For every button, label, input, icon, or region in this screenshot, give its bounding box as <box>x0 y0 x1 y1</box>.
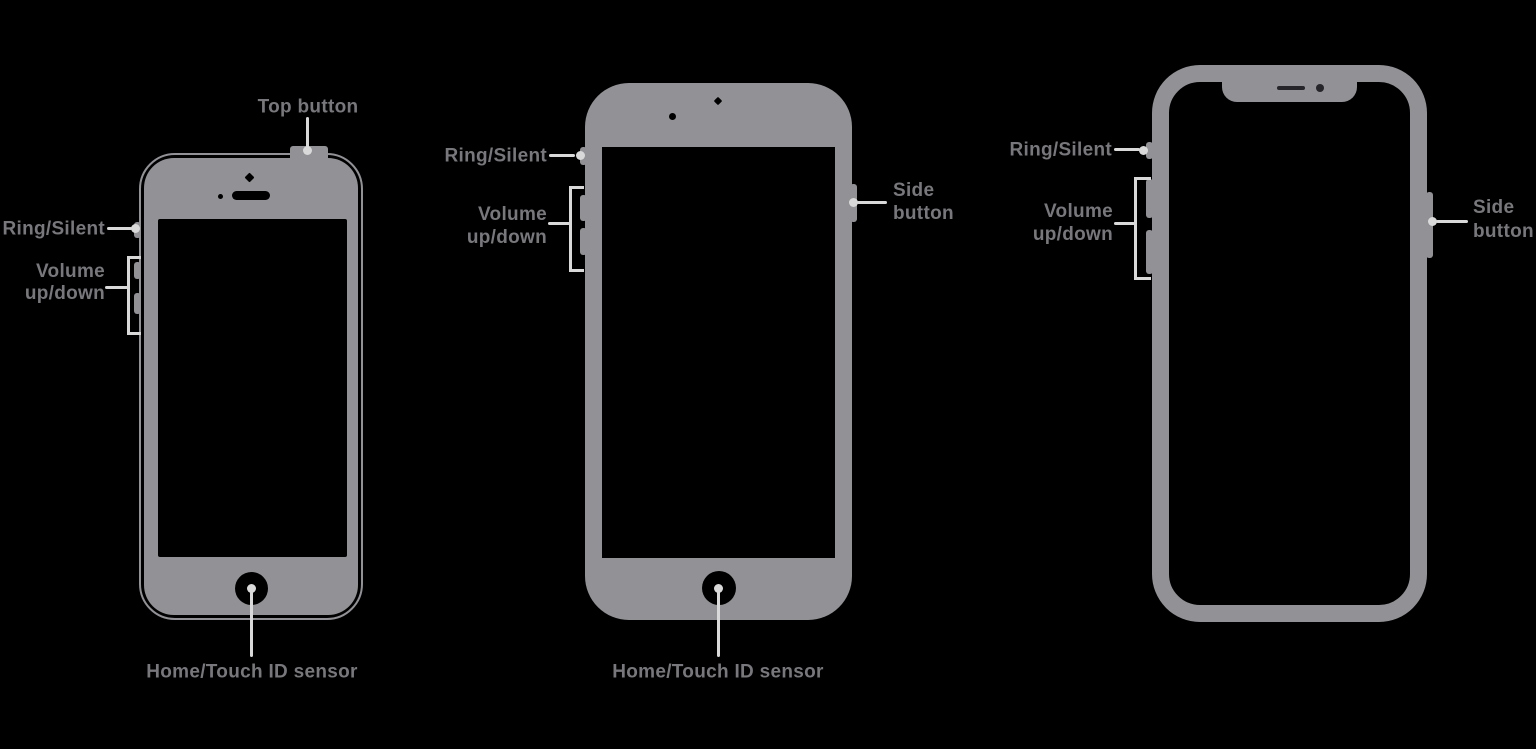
volume-label: Volume up/down <box>0 261 105 305</box>
ring-silent-label: Ring/Silent <box>2 218 105 240</box>
volume-label-line2: up/down <box>466 227 547 248</box>
side-button-label-line2: button <box>893 203 954 224</box>
side-button-pointer-line <box>857 201 887 204</box>
phone-1-screen <box>158 219 347 557</box>
home-pointer-line <box>250 588 253 657</box>
ring-silent-pointer-line <box>549 154 575 157</box>
sensor-dot <box>218 194 223 199</box>
top-button-label: Top button <box>257 96 359 118</box>
volume-label: Volume up/down <box>913 200 1113 246</box>
volume-up-button <box>1146 179 1153 218</box>
sensor-dot <box>713 96 723 106</box>
ring-silent-pointer-line <box>1114 148 1140 151</box>
volume-label-line2: up/down <box>1032 224 1113 245</box>
home-pointer-line <box>717 588 720 657</box>
volume-label-line1: Volume <box>1043 201 1113 222</box>
front-camera-dot <box>669 113 676 120</box>
earpiece-speaker <box>1277 86 1305 90</box>
top-button-pointer-line <box>306 117 309 149</box>
front-camera-dot <box>1316 84 1324 92</box>
home-pointer-dot <box>714 584 723 593</box>
volume-pointer-line <box>1114 222 1135 225</box>
phone-3-group <box>1146 65 1433 622</box>
volume-label-line1: Volume <box>477 204 547 225</box>
ring-silent-switch <box>1146 142 1153 159</box>
side-button-label-line1: Side <box>1473 197 1515 218</box>
notch <box>1222 82 1357 102</box>
home-label: Home/Touch ID sensor <box>612 661 824 683</box>
volume-label: Volume up/down <box>347 203 547 249</box>
volume-bracket <box>127 256 141 335</box>
earpiece-speaker <box>232 191 270 200</box>
home-pointer-dot <box>247 584 256 593</box>
volume-down-button <box>580 228 587 255</box>
volume-down-button <box>134 293 141 314</box>
volume-up-button <box>134 262 141 279</box>
volume-pointer-line <box>105 286 128 289</box>
side-button-pointer-line <box>1436 220 1468 223</box>
volume-down-button <box>1146 230 1153 274</box>
side-button-label: Side button <box>1473 196 1534 244</box>
volume-up-button <box>580 195 587 221</box>
ring-silent-pointer-dot <box>576 151 585 160</box>
volume-label-line1: Volume <box>35 261 105 282</box>
ring-silent-pointer-dot <box>1139 146 1148 155</box>
phone-1-group <box>134 146 363 620</box>
ring-silent-pointer-line <box>107 227 132 230</box>
ring-silent-label: Ring/Silent <box>444 145 547 167</box>
volume-bracket <box>569 186 584 272</box>
ring-silent-label: Ring/Silent <box>1009 139 1112 161</box>
home-label: Home/Touch ID sensor <box>146 661 358 683</box>
phone-2-group <box>580 83 857 620</box>
phone-2-screen <box>602 147 835 558</box>
side-button-pointer-dot <box>1428 217 1437 226</box>
volume-bracket <box>1134 177 1151 280</box>
side-button-label-line2: button <box>1473 221 1534 242</box>
side-button-pointer-dot <box>849 198 858 207</box>
volume-label-line2: up/down <box>24 283 105 304</box>
side-button-label-line1: Side <box>893 180 935 201</box>
ring-silent-pointer-dot <box>131 224 140 233</box>
top-button-pointer-dot <box>303 146 312 155</box>
volume-pointer-line <box>548 222 570 225</box>
side-button-label: Side button <box>893 179 954 225</box>
